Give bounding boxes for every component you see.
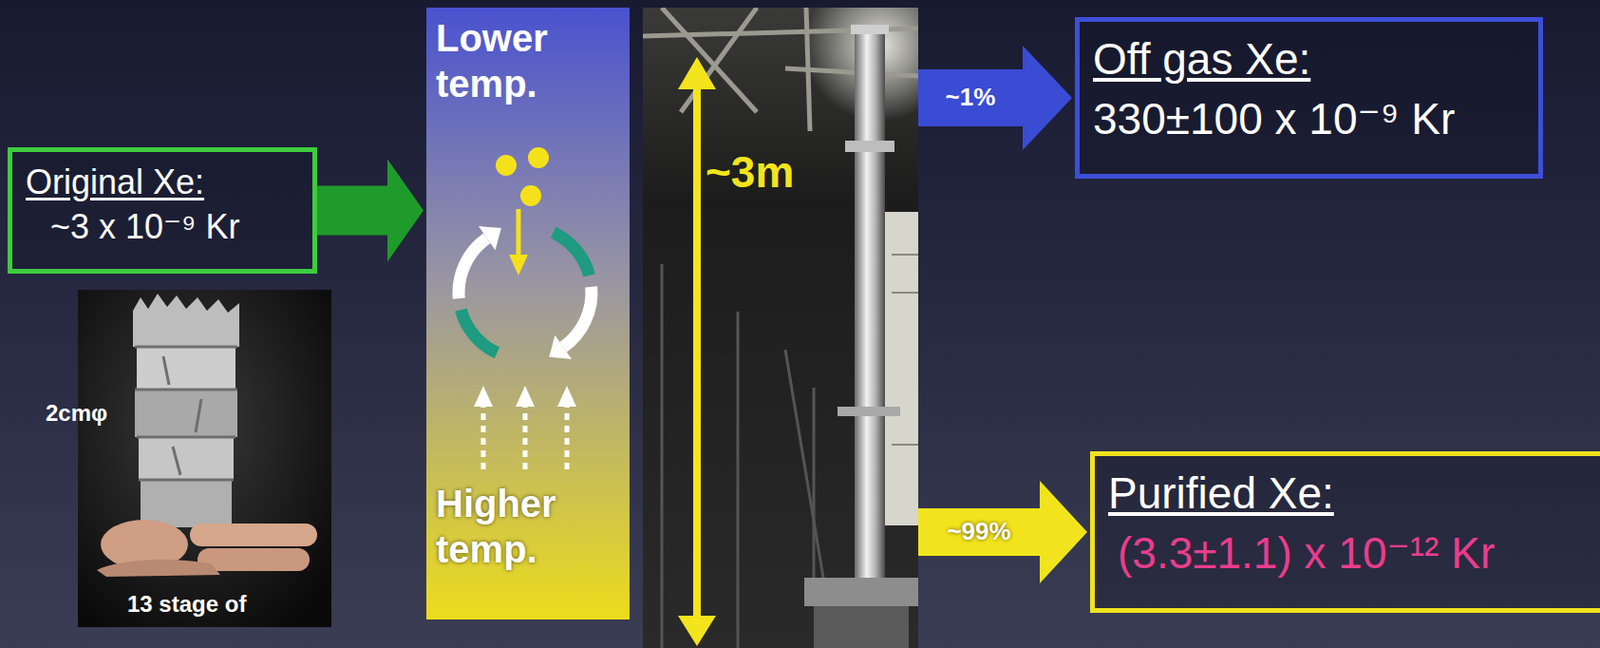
dimension-label: 2cmφ: [45, 399, 108, 428]
column-photo: ~3m: [642, 7, 919, 648]
purified-arrow: [918, 480, 1088, 584]
source-box: Original Xe:~3 x 10⁻⁹ Kr: [7, 147, 318, 274]
column-photo-image: [642, 7, 919, 648]
temperature-band: [426, 7, 630, 620]
edge-label: ~1%: [945, 82, 997, 113]
packing-photo-image: [77, 289, 332, 627]
photo-caption: 13 stage of: [127, 590, 246, 619]
purified-box: Purified Xe: (3.3±1.1) x 10⁻¹² Kr: [1090, 451, 1600, 613]
packing-photo: 2cmφ13 stage of: [77, 289, 332, 627]
dimension-label: ~3m: [705, 146, 794, 199]
flow-arrow: [317, 159, 424, 263]
box-heading: Purified Xe:: [1108, 467, 1335, 520]
edge-label: ~99%: [946, 516, 1011, 546]
band-label: Higher temp.: [435, 480, 621, 572]
box-heading: Off gas Xe:: [1092, 33, 1311, 86]
concentration-value: 330±100 x 10⁻⁹ Kr: [1092, 93, 1455, 146]
concentration-value: (3.3±1.1) x 10⁻¹² Kr: [1117, 527, 1495, 580]
concentration-value: ~3 x 10⁻⁹ Kr: [50, 206, 241, 247]
off-gas-arrow: [918, 45, 1073, 151]
off-gas-box: Off gas Xe: 330±100 x 10⁻⁹ Kr: [1074, 17, 1544, 179]
band-label: Lower temp.: [435, 15, 621, 107]
box-heading: Original Xe:: [25, 161, 205, 203]
temperature-band: Lower temp. Higher temp.: [426, 7, 630, 620]
